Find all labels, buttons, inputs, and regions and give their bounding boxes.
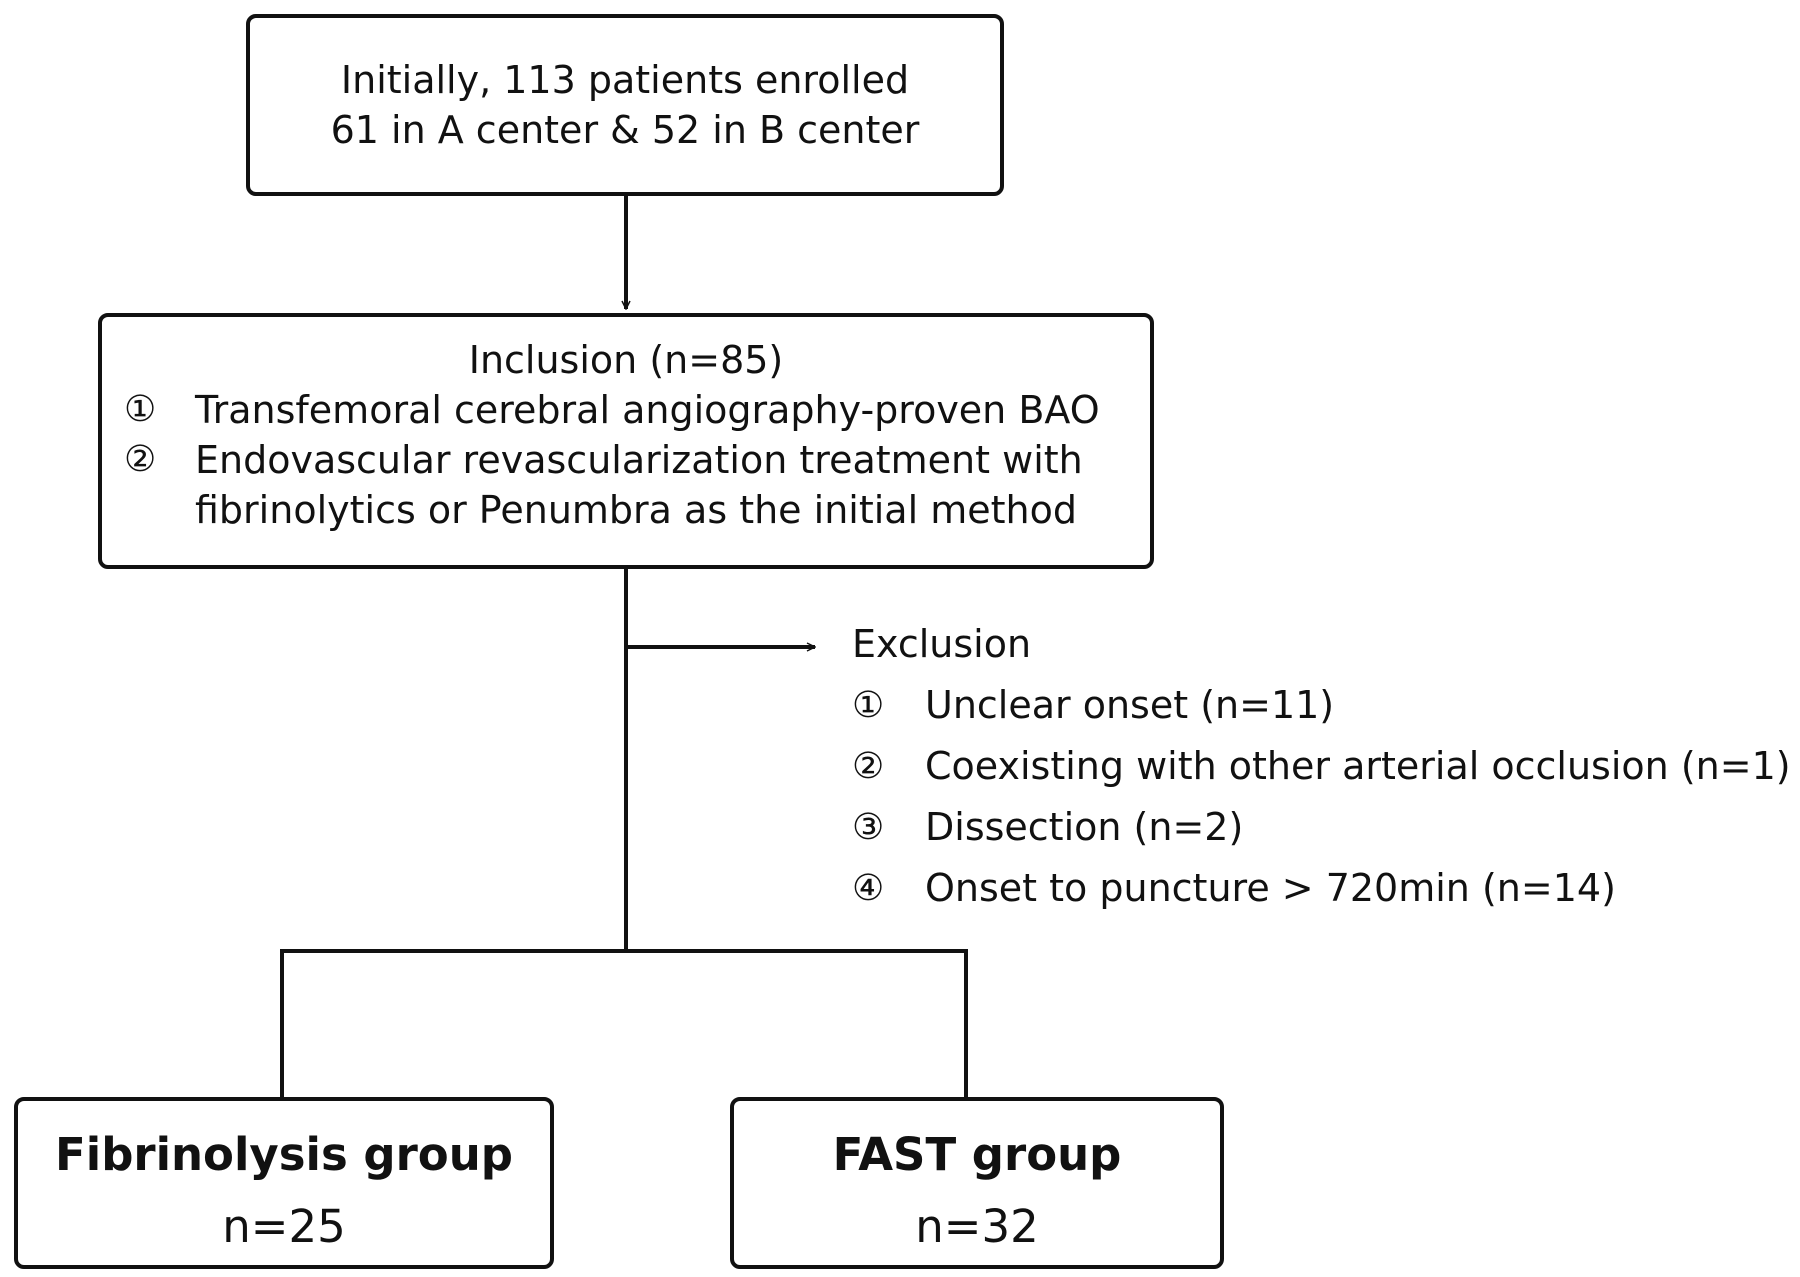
exclusion-number: ③ (852, 807, 885, 848)
exclusion-title: Exclusion (852, 622, 1032, 666)
exclusion-item: ③ Dissection (n=2) (852, 797, 1791, 858)
exclusion-text: Onset to puncture > 720min (n=14) (925, 866, 1616, 910)
criterion-text-line: Transfemoral cerebral angiography-proven… (195, 388, 1100, 432)
initial-enrollment-line-1: Initially, 113 patients enrolled (340, 58, 910, 102)
exclusion-item: ④ Onset to puncture > 720min (n=14) (852, 858, 1791, 919)
criterion-text: Transfemoral cerebral angiography-proven… (195, 385, 1100, 435)
exclusion-text: Coexisting with other arterial occlusion… (925, 744, 1791, 788)
inclusion-box: Inclusion (n=85) ① Transfemoral cerebral… (98, 313, 1154, 569)
group-name: Fibrinolysis group (55, 1128, 513, 1181)
exclusion-item: ② Coexisting with other arterial occlusi… (852, 736, 1791, 797)
initial-enrollment-box: Initially, 113 patients enrolled 61 in A… (246, 14, 1004, 196)
exclusion-list: Exclusion ① Unclear onset (n=11) ② Coexi… (852, 614, 1791, 919)
exclusion-item: ① Unclear onset (n=11) (852, 675, 1791, 736)
exclusion-number: ① (852, 685, 885, 726)
group-name: FAST group (832, 1128, 1122, 1181)
fibrinolysis-group-box: Fibrinolysis group n=25 (14, 1097, 554, 1269)
group-count: n=25 (222, 1200, 346, 1253)
criterion-text: Endovascular revascularization treatment… (195, 435, 1083, 535)
exclusion-number: ④ (852, 868, 885, 909)
fast-group-box: FAST group n=32 (730, 1097, 1224, 1269)
criterion-text-line: Endovascular revascularization treatment… (195, 438, 1083, 482)
group-count: n=32 (915, 1200, 1039, 1253)
criterion-number: ② (124, 439, 157, 480)
criterion-text-line: fibrinolytics or Penumbra as the initial… (195, 488, 1077, 532)
exclusion-number: ② (852, 746, 885, 787)
inclusion-criterion: ① Transfemoral cerebral angiography-prov… (124, 385, 1150, 435)
inclusion-title: Inclusion (n=85) (468, 338, 784, 382)
initial-enrollment-line-2: 61 in A center & 52 in B center (330, 108, 920, 152)
exclusion-text: Dissection (n=2) (925, 805, 1244, 849)
criterion-number: ① (124, 389, 157, 430)
inclusion-criterion: ② Endovascular revascularization treatme… (124, 435, 1150, 535)
exclusion-text: Unclear onset (n=11) (925, 683, 1335, 727)
